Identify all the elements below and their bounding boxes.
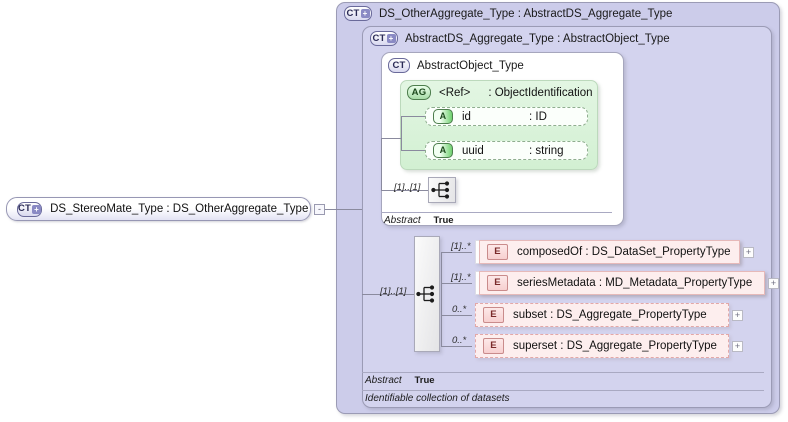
element-expander-superset[interactable]: + bbox=[732, 341, 743, 352]
inner-sequence-cardinality: [1]..[1] bbox=[394, 182, 421, 193]
element-icon: E bbox=[487, 244, 508, 260]
outer-sequence-compositor[interactable] bbox=[414, 236, 440, 352]
element-icon: E bbox=[483, 338, 504, 354]
root-node-collapse-toggle[interactable]: - bbox=[314, 204, 325, 215]
element-label: subset : DS_Aggregate_PropertyType bbox=[513, 309, 707, 321]
element-expander-subset[interactable]: + bbox=[732, 310, 743, 321]
attribute-row-uuid[interactable]: A uuid : string bbox=[425, 141, 588, 160]
panel-title-abstractds-aggregate-type: CT+ AbstractDS_Aggregate_Type : Abstract… bbox=[370, 31, 670, 46]
outer-footer-abstract: Abstract True bbox=[365, 375, 435, 386]
complex-type-icon: CT bbox=[388, 58, 410, 73]
attribute-group-header: AG <Ref> : ObjectIdentification bbox=[407, 85, 593, 100]
element-cardinality-subset: 0..* bbox=[452, 304, 467, 315]
inner-footer-value: True bbox=[433, 215, 454, 226]
attribute-row-id[interactable]: A id : ID bbox=[425, 107, 588, 126]
element-row-subset[interactable]: E subset : DS_Aggregate_PropertyType bbox=[475, 303, 729, 327]
panel-label: AbstractObject_Type bbox=[417, 59, 524, 72]
complex-type-expand-icon[interactable]: CT+ bbox=[344, 6, 372, 21]
element-cardinality-seriesmetadata: [1]..* bbox=[451, 272, 471, 283]
sequence-icon bbox=[416, 285, 435, 303]
inner-sequence-connector-left bbox=[381, 190, 428, 191]
panel-title-ds-other-aggregate-type: CT+ DS_OtherAggregate_Type : AbstractDS_… bbox=[344, 6, 672, 21]
element-row-composedof[interactable]: E composedOf : DS_DataSet_PropertyType bbox=[479, 240, 740, 264]
outer-footer-divider-bottom bbox=[362, 390, 764, 391]
outer-sequence-cardinality: [1]..[1] bbox=[380, 286, 407, 297]
element-row-seriesmetadata[interactable]: E seriesMetadata : MD_Metadata_PropertyT… bbox=[479, 271, 765, 295]
attribute-name: uuid bbox=[462, 144, 484, 157]
panel-title-abstractobject-type: CT AbstractObject_Type bbox=[388, 58, 524, 73]
element-branch-superset bbox=[441, 346, 472, 347]
outer-footer-divider-top bbox=[362, 372, 764, 373]
element-cardinality-composedof: [1]..* bbox=[451, 241, 471, 252]
attribute-icon: A bbox=[433, 109, 453, 124]
element-branch-seriesmetadata bbox=[441, 283, 472, 284]
element-label: seriesMetadata : MD_Metadata_PropertyTyp… bbox=[517, 277, 753, 289]
element-icon: E bbox=[483, 307, 504, 323]
attr-connector-trunk bbox=[401, 116, 402, 150]
element-icon: E bbox=[487, 275, 508, 291]
element-branch-trunk bbox=[441, 252, 442, 346]
attr-connector-branch-uuid bbox=[401, 150, 425, 151]
element-expander-seriesmetadata[interactable]: + bbox=[768, 278, 779, 289]
inner-footer-divider bbox=[381, 212, 612, 213]
complex-type-expand-icon[interactable]: CT+ bbox=[370, 31, 398, 46]
attribute-group-ref: <Ref> bbox=[439, 86, 471, 99]
panel-label: AbstractDS_Aggregate_Type : AbstractObje… bbox=[405, 32, 670, 45]
element-branch-subset bbox=[441, 315, 472, 316]
element-row-superset[interactable]: E superset : DS_Aggregate_PropertyType bbox=[475, 334, 729, 358]
inner-footer-abstract: Abstract True bbox=[384, 215, 454, 226]
element-branch-composedof bbox=[441, 252, 472, 253]
attr-connector-stub bbox=[381, 138, 401, 139]
inner-sequence-connector-vertical bbox=[381, 138, 382, 191]
attr-connector-branch-id bbox=[401, 116, 425, 117]
attribute-name: id bbox=[462, 110, 471, 123]
complex-type-expand-icon[interactable]: CT+ bbox=[17, 201, 43, 217]
inner-sequence-compositor[interactable] bbox=[428, 177, 456, 203]
attribute-type: : ID bbox=[529, 110, 547, 123]
attribute-group-type: : ObjectIdentification bbox=[488, 86, 593, 99]
outer-footer-key: Abstract bbox=[365, 375, 402, 386]
type-description: Identifiable collection of datasets bbox=[365, 393, 510, 404]
outer-footer-value: True bbox=[414, 375, 435, 386]
attribute-icon: A bbox=[433, 143, 453, 158]
element-expander-composedof[interactable]: + bbox=[743, 247, 754, 258]
root-node-label: DS_StereoMate_Type : DS_OtherAggregate_T… bbox=[50, 203, 309, 215]
element-label: superset : DS_Aggregate_PropertyType bbox=[513, 340, 717, 352]
inner-footer-key: Abstract bbox=[384, 215, 421, 226]
sequence-icon bbox=[431, 181, 450, 199]
panel-label: DS_OtherAggregate_Type : AbstractDS_Aggr… bbox=[379, 7, 673, 20]
root-node-ds-stereomate-type[interactable]: CT+ DS_StereoMate_Type : DS_OtherAggrega… bbox=[6, 197, 311, 221]
element-cardinality-superset: 0..* bbox=[452, 335, 467, 346]
outer-sequence-connector-left bbox=[362, 294, 414, 295]
attribute-group-icon: AG bbox=[407, 85, 431, 100]
element-label: composedOf : DS_DataSet_PropertyType bbox=[517, 246, 731, 258]
root-to-panel-connector bbox=[325, 209, 362, 210]
attribute-type: : string bbox=[529, 144, 564, 157]
